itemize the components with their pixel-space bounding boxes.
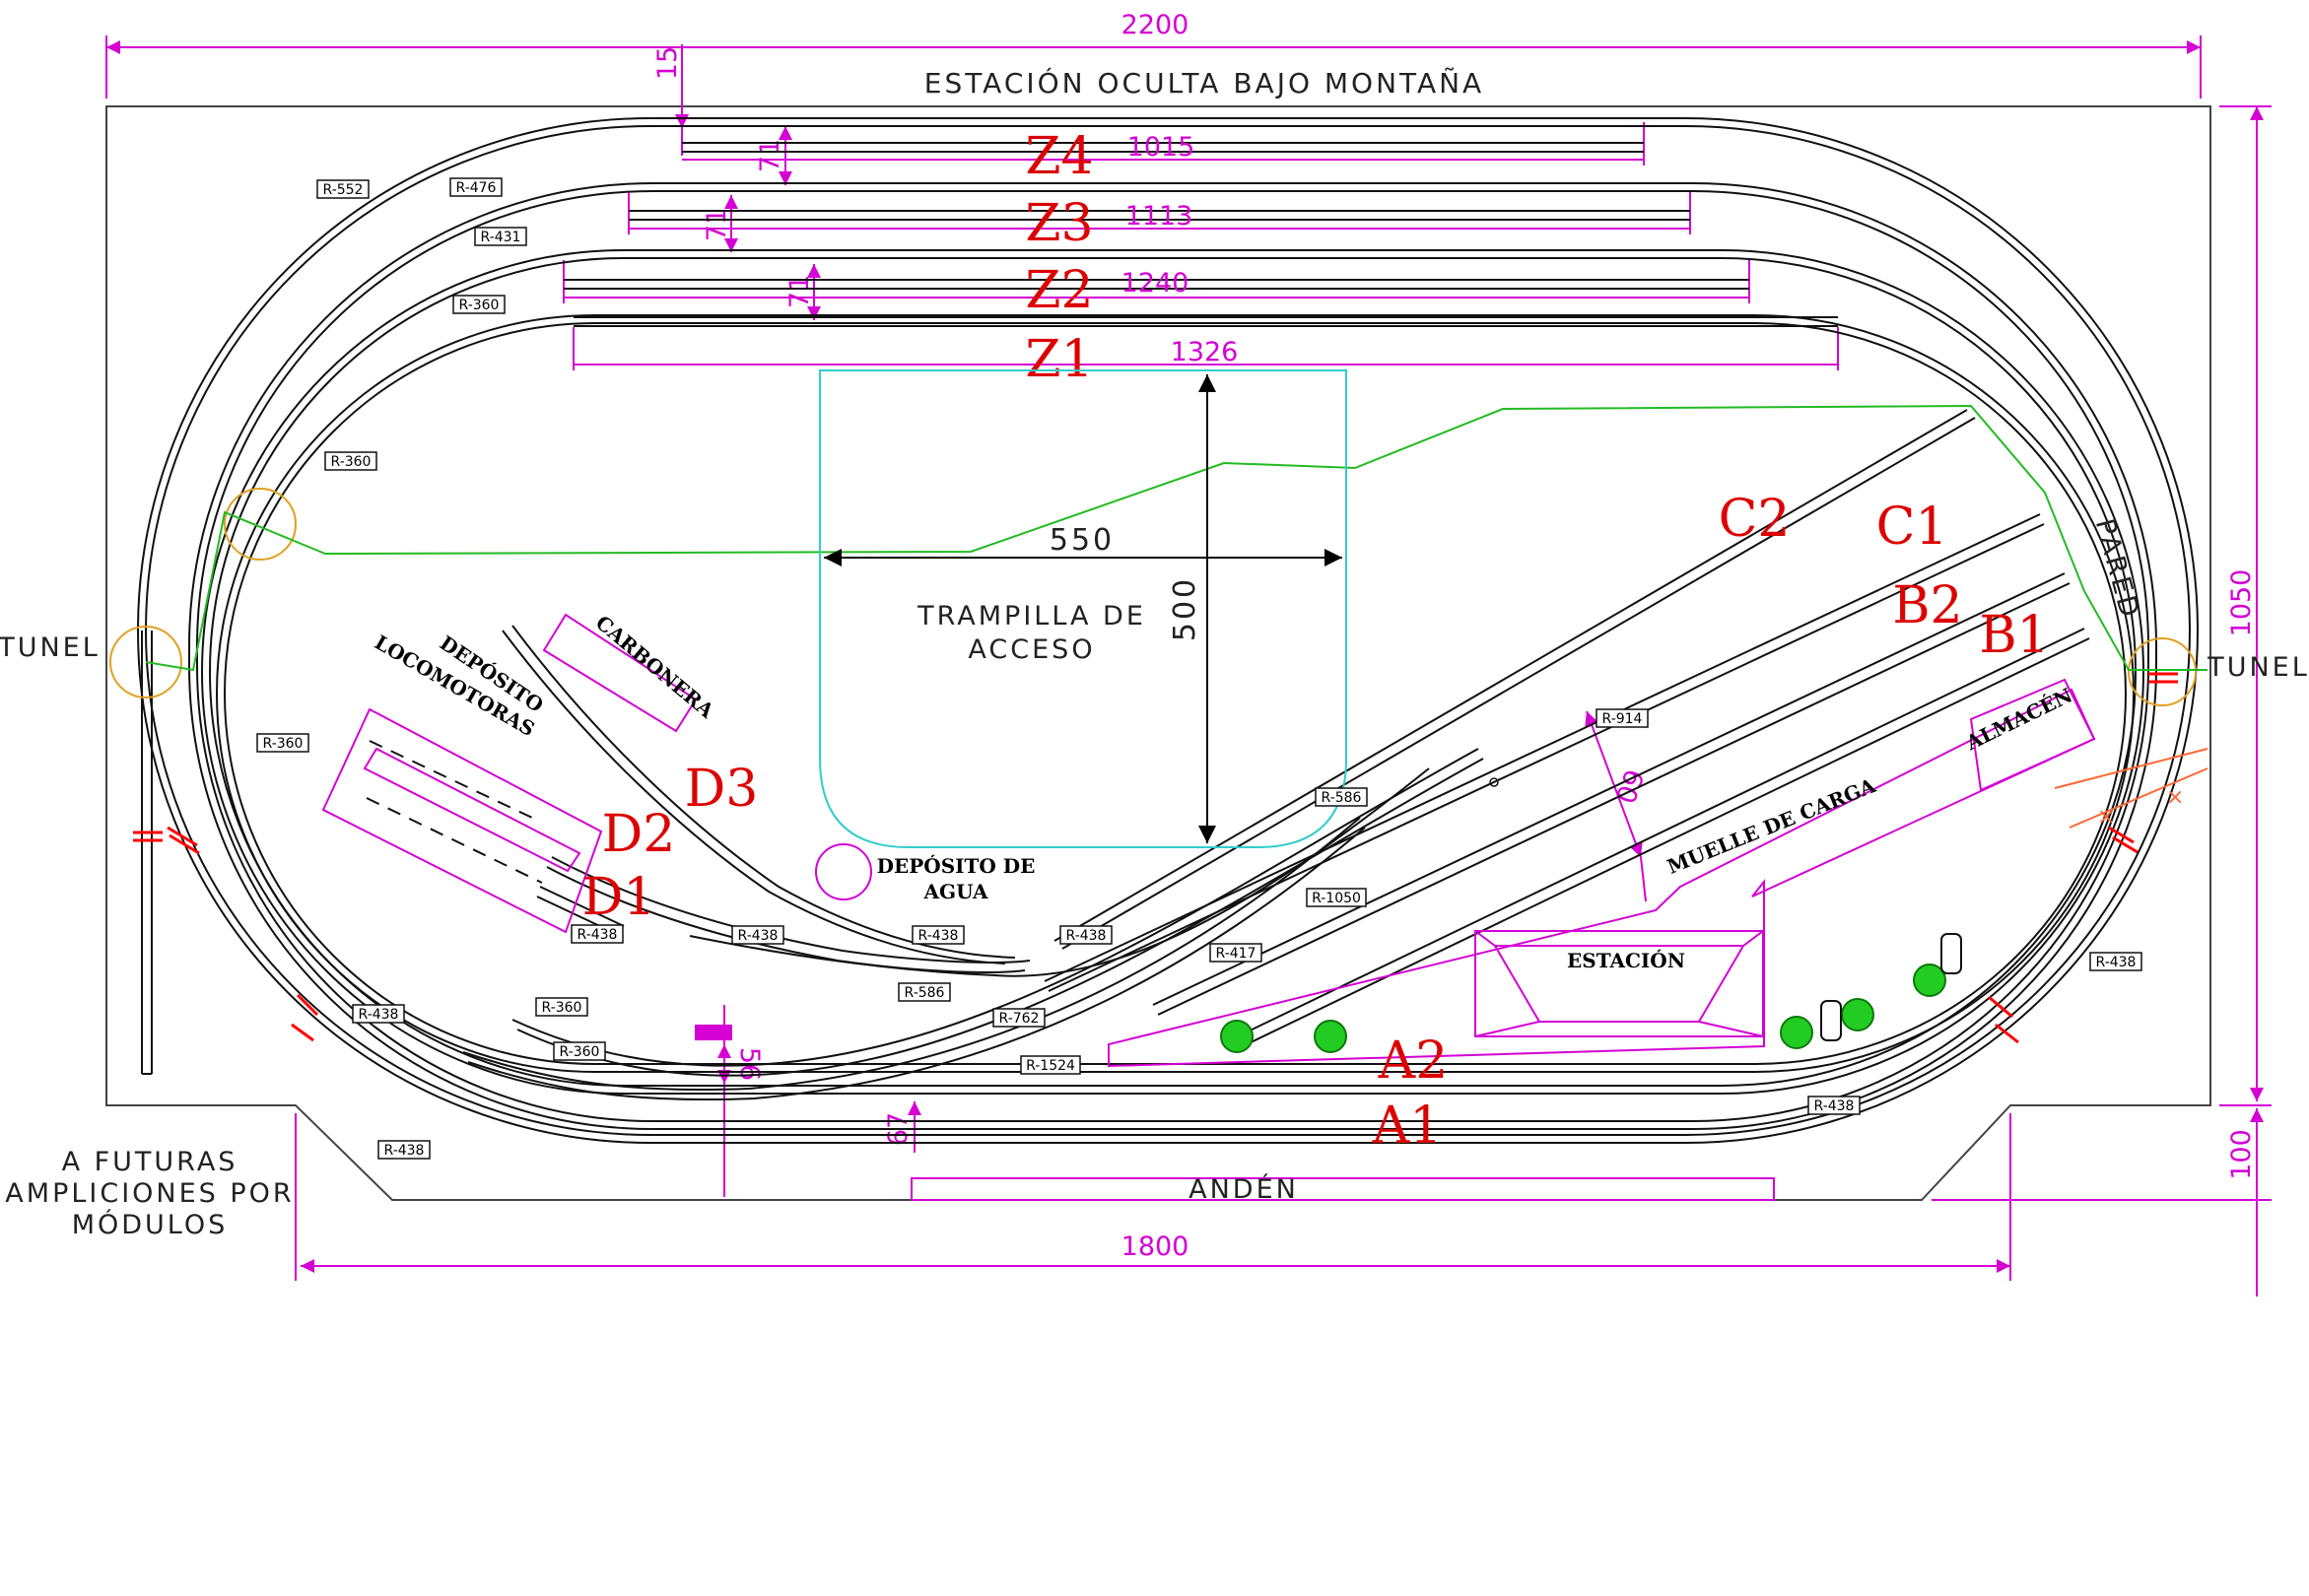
loading-dock [1108,688,2096,1068]
track-label-d3: D3 [685,760,759,819]
track-label-c1: C1 [1876,498,1948,557]
track-label-d2: D2 [602,805,676,864]
radius-tags [256,177,2142,1160]
scenery-trees [1220,964,1946,1053]
radius-r417: R-417 [1216,946,1256,962]
radius-r438f: R-438 [384,1143,425,1159]
svg-text:×: × [2097,805,2115,830]
radius-r438c: R-438 [918,928,959,944]
hidden-sidings [563,122,1839,370]
coal-bunker-label: CARBONERA [591,611,718,723]
dim-spacing-z3: 71 [702,208,732,241]
coal-bunker [542,613,698,733]
radius-r914: R-914 [1602,711,1643,727]
radius-r438a: R-438 [577,927,618,943]
radius-r438g: R-438 [2096,955,2137,970]
tunnel-label-right: TUNEL [2207,652,2309,683]
dim-total-width: 2200 [1121,10,1189,40]
warehouse-label: ALMACÉN [1961,683,2075,755]
radius-r438h: R-438 [1814,1098,1855,1114]
radius-r438e: R-438 [359,1007,399,1023]
radius-r438d: R-438 [1066,928,1107,944]
radius-r762: R-762 [999,1011,1040,1027]
siding-length-z4: 1015 [1127,132,1195,163]
layout-title: ESTACIÓN OCULTA BAJO MONTAÑA [924,66,1484,100]
radius-r360a: R-360 [459,298,500,313]
hatch-height-label: 500 [1168,576,1202,641]
radius-r552: R-552 [323,182,364,198]
siding-label-z3: Z3 [1025,194,1093,253]
radius-r476: R-476 [456,180,497,196]
future-label-3: MÓDULOS [72,1209,229,1240]
hatch-width-label: 550 [1050,523,1115,558]
station-building [1474,930,1764,1037]
dim-bottom-width: 1800 [1121,1231,1189,1262]
dim-gap-top: 15 [652,46,683,80]
water-tower-label-2: AGUA [923,880,988,903]
turnout-motor [1489,777,1499,787]
clearance-marker [695,1025,732,1040]
track-label-d1: D1 [582,868,656,927]
hatch-label-2: ACCESO [968,634,1095,665]
siding-length-z2: 1240 [1121,268,1189,299]
siding-length-z3: 1113 [1125,201,1193,232]
water-tower-label-1: DEPÓSITO DE [877,853,1036,878]
loco-depot [321,707,603,934]
station-label: ESTACIÓN [1567,948,1685,972]
radius-r360d: R-360 [542,1000,582,1016]
isolation-gaps [133,672,2178,1044]
track-end-markers: × × [2054,748,2208,830]
hidden-siding-tracks [564,142,1838,327]
hatch-dimensions [824,374,1342,843]
tunnel-spur [141,631,153,1075]
warehouse [1969,678,2096,792]
future-label-2: AMPLICIONES POR [5,1178,294,1209]
dimension-lines [105,35,2272,1297]
track-label-a1: A1 [1372,1097,1443,1156]
water-tower [815,843,872,900]
siding-label-z1: Z1 [1025,330,1093,389]
loading-dock-label: MUELLE DE CARGA [1664,773,1878,879]
dim-right-height: 1050 [2226,569,2257,637]
dim-right-bottom: 100 [2226,1129,2257,1180]
radius-r360b: R-360 [331,454,372,470]
mountain-wall-line [145,404,2207,672]
platform [911,1177,1775,1201]
radius-r1050: R-1050 [1312,891,1361,906]
tunnel-portals [109,488,2197,706]
track-label-b1: B1 [1979,606,2049,665]
platform-label: ANDÉN [1188,1173,1299,1205]
svg-text:×: × [2166,785,2184,810]
radius-r438b: R-438 [738,928,779,944]
branch-tracks [462,409,2090,1101]
track-label-c2: C2 [1719,490,1791,549]
radius-r360c: R-360 [263,736,304,752]
future-label-1: A FUTURAS [62,1147,238,1177]
track-label-b2: B2 [1892,576,1962,635]
wall-label: PARED [2089,515,2145,623]
siding-label-z2: Z2 [1025,261,1093,320]
hatch-label-1: TRAMPILLA DE [917,601,1146,632]
baseboard-outline [105,105,2211,1201]
track-loops [137,117,2199,1144]
radius-r586b: R-586 [1322,790,1362,806]
tunnel-label-left: TUNEL [0,632,101,663]
siding-label-z4: Z4 [1025,127,1093,186]
track-label-a2: A2 [1378,1031,1449,1091]
radius-r1524: R-1524 [1026,1058,1075,1074]
scenery-cars [1820,933,1962,1041]
radius-r586a: R-586 [905,985,945,1001]
dim-spacing-z4: 71 [755,139,785,172]
radius-r431: R-431 [481,230,521,245]
siding-length-z1: 1326 [1171,337,1239,367]
radius-r360e: R-360 [560,1044,600,1060]
